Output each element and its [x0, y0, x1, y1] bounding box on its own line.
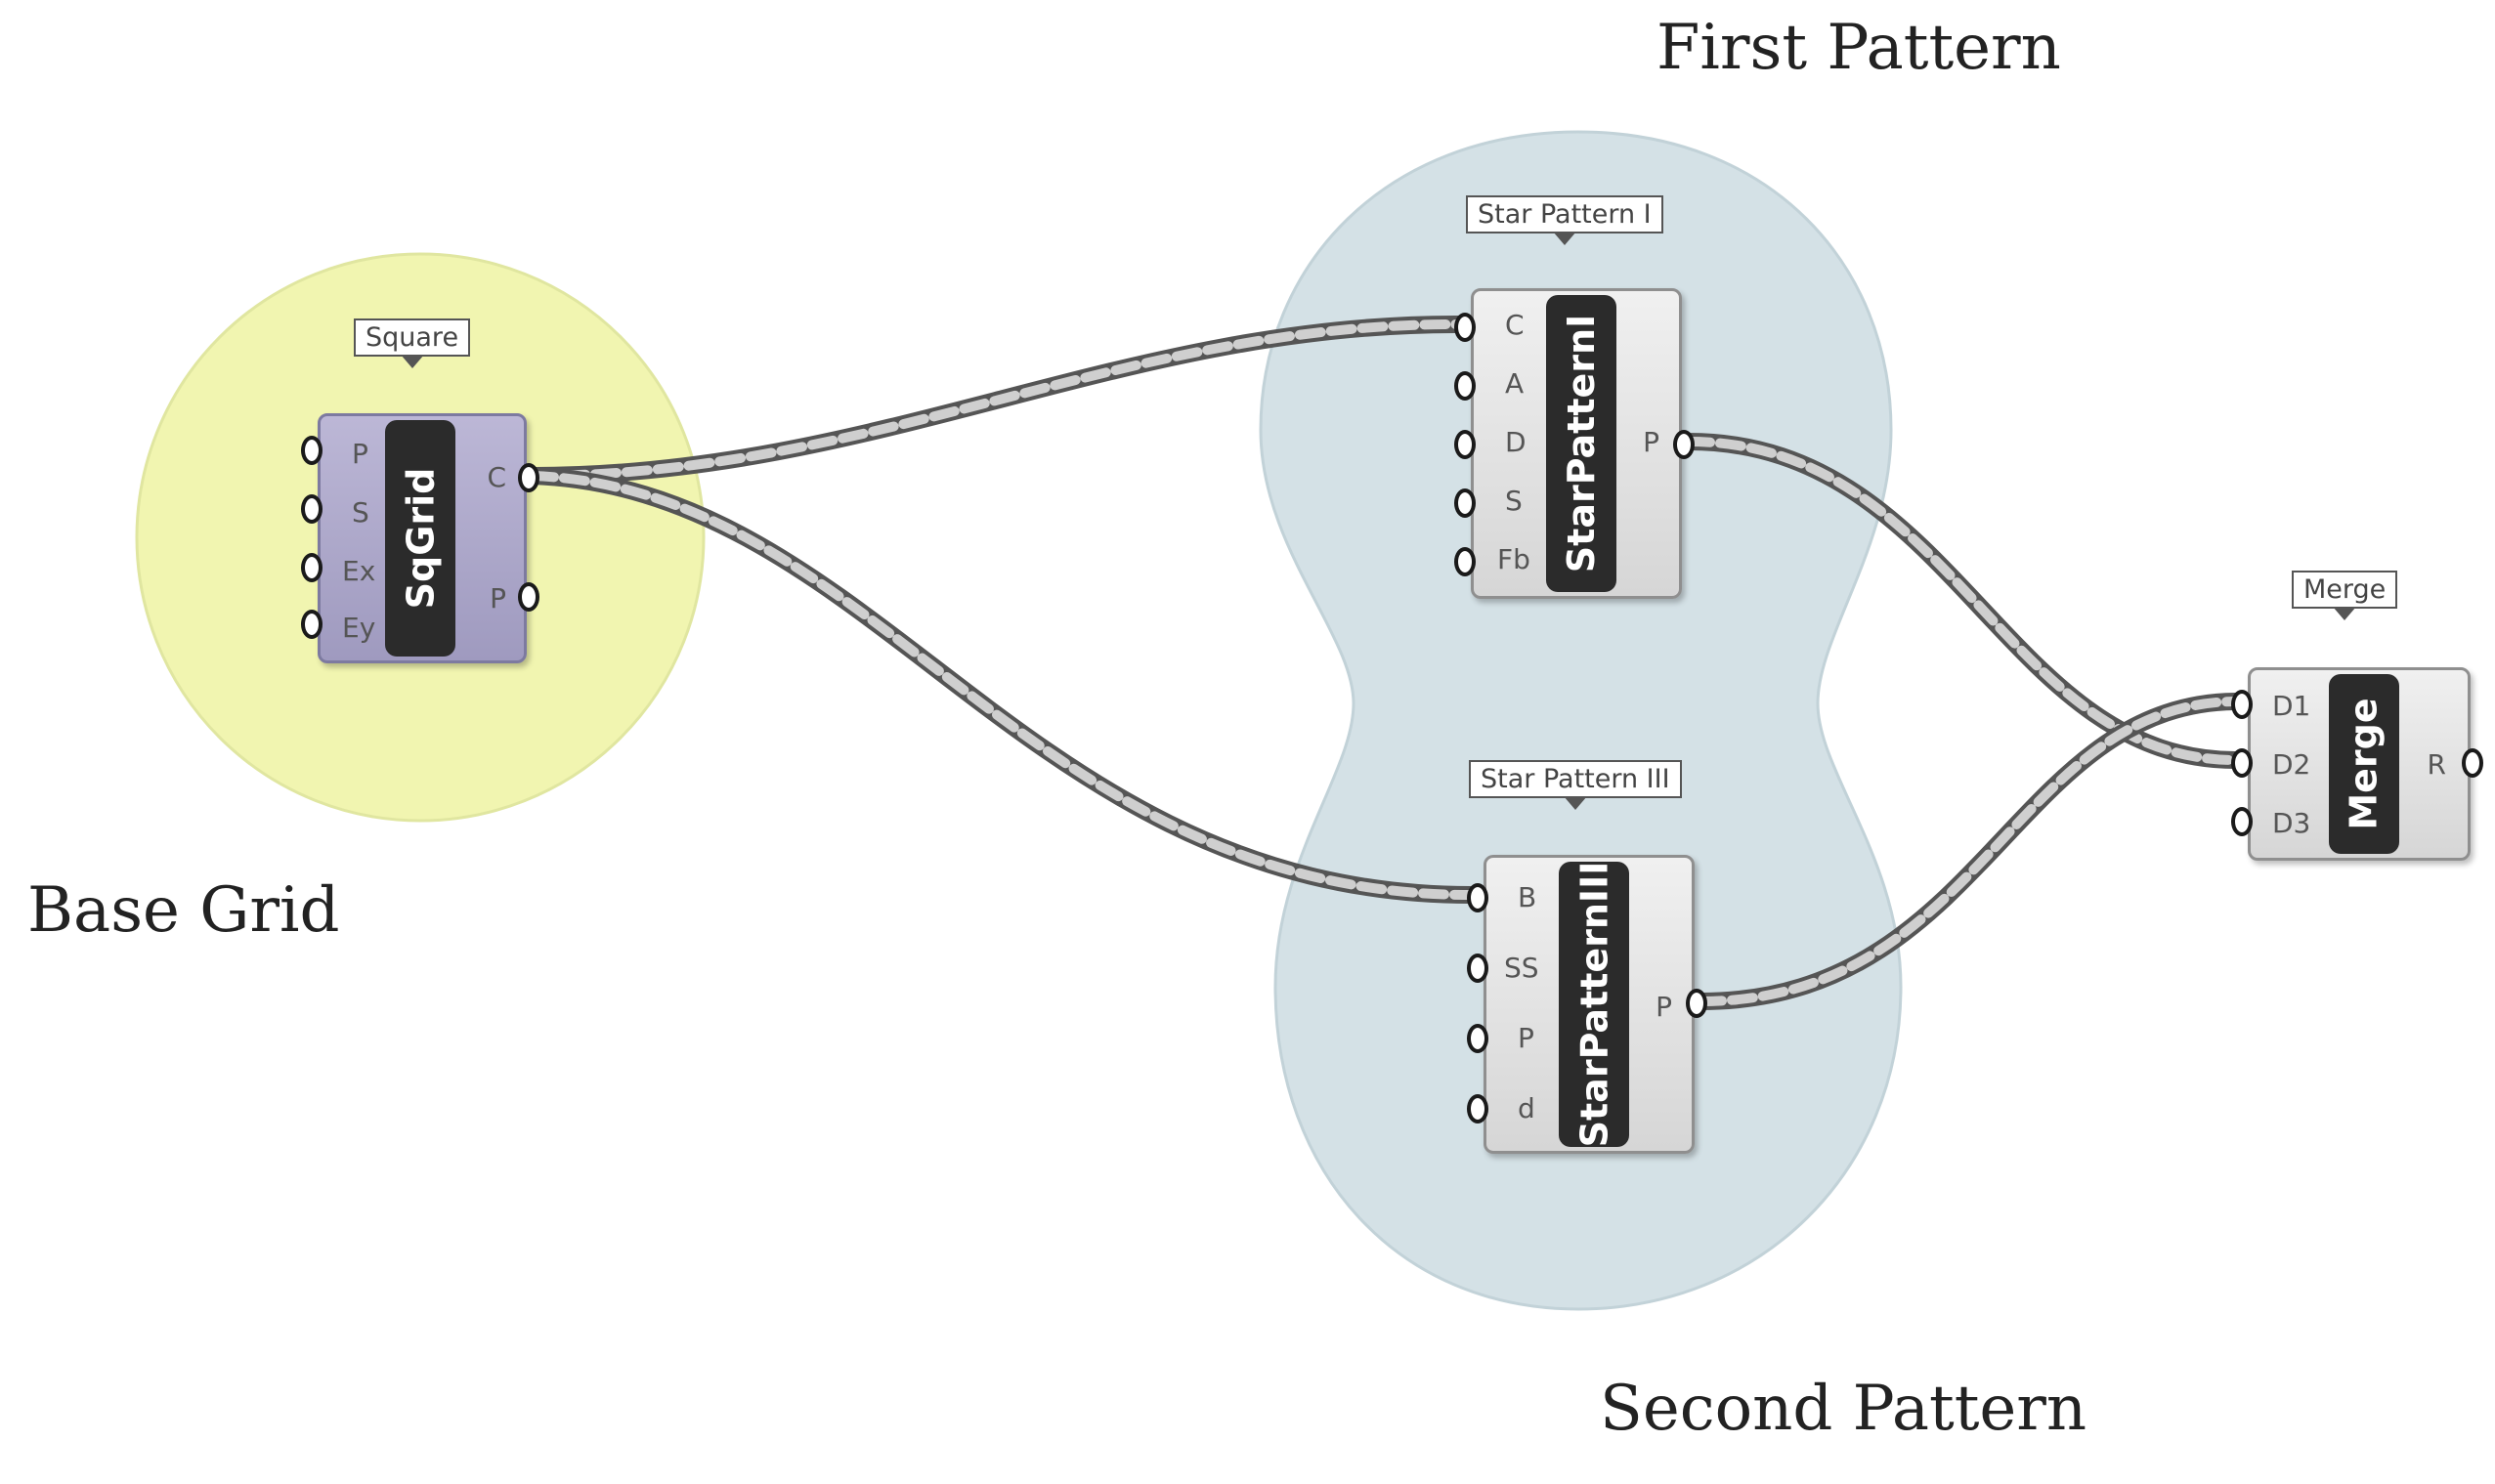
sqgrid-input-ey-grip[interactable]: [301, 610, 323, 639]
sqgrid-output-c-grip[interactable]: [518, 463, 539, 492]
first-pattern-label: First Pattern: [1656, 12, 2061, 84]
merge-input-d3[interactable]: D3: [2272, 807, 2311, 839]
sqgrid-input-s-grip[interactable]: [301, 494, 323, 524]
star1-input-d-grip[interactable]: [1454, 430, 1476, 459]
star1-input-s-grip[interactable]: [1454, 488, 1476, 518]
star1-input-a[interactable]: A: [1505, 367, 1525, 400]
star-pattern-1-tag: Star Pattern I: [1466, 195, 1663, 245]
star-pattern-1-name: StarPatternI: [1560, 314, 1603, 573]
star-pattern-1-component[interactable]: StarPatternI C A D S Fb P: [1471, 288, 1682, 599]
star-pattern-3-component[interactable]: StarPatternIII B SS P d P: [1484, 855, 1695, 1154]
sqgrid-output-p-grip[interactable]: [518, 582, 539, 612]
star3-input-b-grip[interactable]: [1467, 883, 1488, 912]
sqgrid-output-p[interactable]: P: [490, 582, 506, 615]
merge-input-d1[interactable]: D1: [2272, 690, 2311, 722]
star-pattern-1-core[interactable]: StarPatternI: [1546, 295, 1616, 592]
sqgrid-name: SqGrid: [399, 467, 443, 610]
star1-input-fb[interactable]: Fb: [1497, 543, 1530, 575]
star1-input-c[interactable]: C: [1505, 309, 1525, 341]
star-pattern-3-name: StarPatternIII: [1572, 861, 1616, 1148]
star3-input-ss-grip[interactable]: [1467, 954, 1488, 983]
pattern-group: [1259, 130, 1903, 1311]
star3-input-d[interactable]: d: [1518, 1092, 1535, 1124]
merge-input-d1-grip[interactable]: [2231, 690, 2253, 719]
square-tag: Square: [354, 318, 471, 368]
star1-output-p-grip[interactable]: [1673, 430, 1695, 459]
second-pattern-label: Second Pattern: [1600, 1373, 2087, 1445]
star1-input-s[interactable]: S: [1505, 485, 1523, 517]
sqgrid-input-p[interactable]: P: [352, 438, 368, 470]
sqgrid-input-p-grip[interactable]: [301, 436, 323, 465]
star3-input-d-grip[interactable]: [1467, 1094, 1488, 1124]
base-grid-label: Base Grid: [27, 874, 340, 947]
merge-component[interactable]: Merge D1 D2 D3 R: [2248, 667, 2471, 861]
merge-input-d3-grip[interactable]: [2231, 807, 2253, 836]
star3-input-p[interactable]: P: [1518, 1022, 1534, 1054]
star1-input-d[interactable]: D: [1505, 426, 1527, 458]
star1-input-a-grip[interactable]: [1454, 371, 1476, 401]
wires: [524, 315, 2247, 1010]
merge-core[interactable]: Merge: [2329, 674, 2399, 854]
star3-output-p-grip[interactable]: [1686, 989, 1707, 1018]
merge-input-d2[interactable]: D2: [2272, 748, 2311, 781]
star3-input-b[interactable]: B: [1518, 881, 1537, 913]
sqgrid-input-ey[interactable]: Ey: [342, 612, 376, 644]
star1-input-fb-grip[interactable]: [1454, 547, 1476, 576]
sqgrid-output-c[interactable]: C: [487, 461, 506, 493]
merge-input-d2-grip[interactable]: [2231, 748, 2253, 778]
merge-tag: Merge: [2292, 571, 2398, 620]
sqgrid-component[interactable]: SqGrid P S Ex Ey C P: [318, 413, 527, 663]
merge-output-r[interactable]: R: [2427, 748, 2446, 781]
sqgrid-input-ex-grip[interactable]: [301, 553, 323, 582]
star-pattern-3-tag: Star Pattern III: [1469, 760, 1682, 810]
star-pattern-3-core[interactable]: StarPatternIII: [1559, 862, 1629, 1147]
star1-output-p[interactable]: P: [1643, 426, 1659, 458]
star3-output-p[interactable]: P: [1656, 991, 1672, 1023]
merge-output-r-grip[interactable]: [2462, 748, 2483, 778]
sqgrid-input-s[interactable]: S: [352, 496, 369, 529]
sqgrid-core[interactable]: SqGrid: [385, 420, 455, 657]
star3-input-ss[interactable]: SS: [1504, 952, 1539, 984]
merge-name: Merge: [2343, 698, 2386, 830]
star3-input-p-grip[interactable]: [1467, 1024, 1488, 1053]
star1-input-c-grip[interactable]: [1454, 313, 1476, 342]
sqgrid-input-ex[interactable]: Ex: [342, 555, 376, 587]
